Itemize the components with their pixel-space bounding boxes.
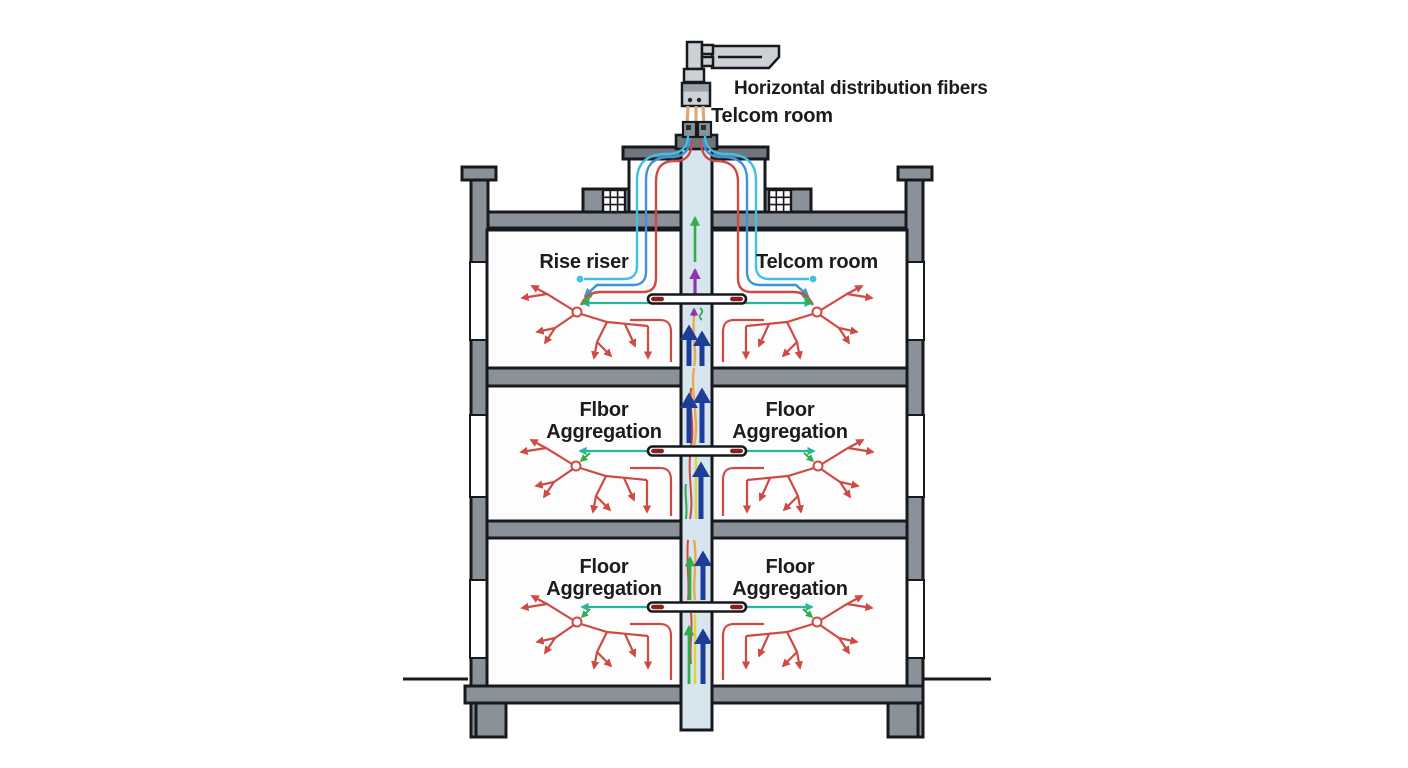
label-floor2-left: Flbor Aggregation bbox=[524, 399, 684, 443]
backbone-fibers bbox=[576, 135, 817, 306]
riser-connectors bbox=[681, 120, 713, 139]
riser-shaft bbox=[679, 145, 714, 732]
floor-feed-lines bbox=[578, 294, 816, 680]
splice-closure-floor1 bbox=[646, 293, 748, 305]
splice-closure-floor2 bbox=[646, 445, 748, 457]
masonry-block-left bbox=[601, 188, 627, 214]
label-floor2-right: Floor Aggregation bbox=[710, 399, 870, 443]
label-line: Floor bbox=[765, 399, 815, 421]
label-line: Aggregation bbox=[546, 421, 662, 443]
wall-windows bbox=[469, 261, 925, 659]
riser-cables bbox=[680, 215, 712, 684]
label-line: Floor bbox=[765, 556, 815, 578]
label-line: Aggregation bbox=[546, 578, 662, 600]
label-line: Floor bbox=[579, 556, 629, 578]
label-horizontal-distribution-fibers: Horizontal distribution fibers bbox=[734, 78, 988, 99]
label-floor3-left: Floor Aggregation bbox=[524, 556, 684, 600]
rooms bbox=[485, 228, 909, 688]
fiber-transceiver-icon bbox=[680, 40, 781, 139]
label-floor3-right: Floor Aggregation bbox=[710, 556, 870, 600]
label-rise-riser: Rise riser bbox=[539, 251, 629, 273]
label-line: Aggregation bbox=[732, 421, 848, 443]
label-line: Aggregation bbox=[732, 578, 848, 600]
label-telcom-room-floor1: Telcom room bbox=[756, 251, 878, 273]
splice-closure-floor3 bbox=[646, 601, 748, 613]
masonry-block-right bbox=[767, 188, 793, 214]
label-telcom-room-top: Telcom room bbox=[711, 105, 833, 127]
label-line: Flbor bbox=[579, 399, 629, 421]
